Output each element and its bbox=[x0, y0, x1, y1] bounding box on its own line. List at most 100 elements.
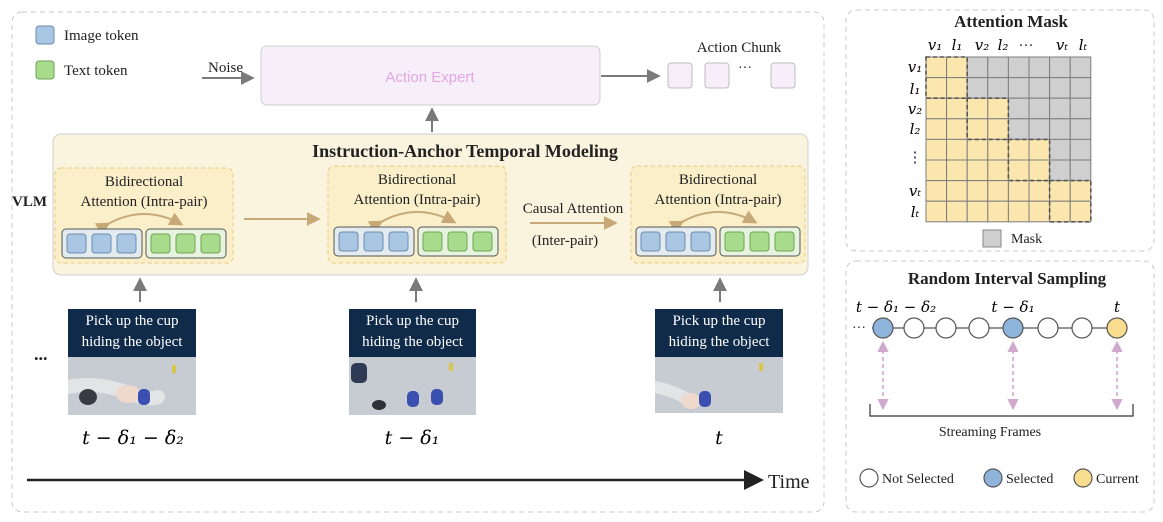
mask-cell bbox=[966, 77, 989, 99]
action-chunk-token-2 bbox=[704, 62, 730, 89]
mask-cell bbox=[925, 118, 948, 140]
mask-cell bbox=[1028, 97, 1051, 120]
mask-col-label: lₜ bbox=[1079, 36, 1088, 54]
text-token-legend-swatch bbox=[35, 60, 55, 80]
intra-pair-group-2: Bidirectional Attention (Intra-pair) bbox=[327, 165, 507, 264]
mask-cell bbox=[1069, 200, 1092, 223]
text-token bbox=[150, 233, 171, 254]
timeline-node-current bbox=[1106, 317, 1128, 339]
mask-cell bbox=[966, 118, 989, 140]
mask-col-label: vₜ bbox=[1056, 36, 1068, 54]
mask-cell bbox=[1007, 200, 1030, 223]
mask-grid bbox=[925, 56, 1092, 223]
frame-1-caption: Pick up the cup hiding the object bbox=[68, 309, 196, 357]
image-token bbox=[338, 231, 359, 252]
mask-row-label: l₂ bbox=[910, 120, 921, 138]
bidir-label-3-line2: Attention (Intra-pair) bbox=[654, 192, 781, 208]
mask-cell bbox=[1049, 180, 1071, 202]
action-chunk-ellipsis: ··· bbox=[738, 61, 752, 76]
mask-legend-swatch bbox=[982, 229, 1002, 248]
frame-1: Pick up the cup hiding the object bbox=[68, 309, 196, 415]
not-selected-legend-icon bbox=[859, 468, 879, 488]
mask-row-label: ⋮ bbox=[908, 150, 923, 166]
bidir-label-2-line2: Attention (Intra-pair) bbox=[353, 192, 480, 208]
mask-cell bbox=[925, 138, 948, 161]
sampling-ellipsis: ··· bbox=[852, 321, 866, 336]
mask-cell bbox=[946, 138, 968, 161]
mask-legend-label: Mask bbox=[1011, 232, 1042, 247]
frame-1-time-label: t − δ₁ − δ₂ bbox=[82, 427, 184, 449]
mask-cell bbox=[1069, 159, 1092, 182]
action-chunk-label: Action Chunk bbox=[697, 40, 782, 56]
bidir-arrow-3 bbox=[668, 210, 758, 234]
mask-cell bbox=[946, 159, 968, 182]
mask-cell bbox=[1007, 77, 1030, 99]
mask-cell bbox=[1049, 200, 1071, 223]
mask-cell bbox=[1049, 138, 1071, 161]
mask-cell bbox=[966, 56, 989, 79]
streaming-label: Streaming Frames bbox=[939, 425, 1041, 440]
image-token bbox=[91, 233, 112, 254]
frame-3-time-label: t bbox=[715, 427, 723, 449]
bidir-label-2-line1: Bidirectional bbox=[378, 172, 456, 188]
bidir-label-3-line1: Bidirectional bbox=[679, 172, 757, 188]
mask-cell bbox=[966, 97, 989, 120]
text-token-legend-label: Text token bbox=[64, 63, 128, 79]
frame-3-caption: Pick up the cup hiding the object bbox=[655, 309, 783, 357]
mask-row-label: v₁ bbox=[908, 58, 923, 76]
mask-cell bbox=[966, 159, 989, 182]
vlm-label: VLM bbox=[12, 194, 47, 210]
mask-cell bbox=[987, 180, 1009, 202]
selected-legend-label: Selected bbox=[1006, 472, 1053, 487]
mask-cell bbox=[946, 56, 968, 79]
mask-cell bbox=[946, 97, 968, 120]
bidir-arrow-1 bbox=[94, 212, 184, 236]
mask-cell bbox=[1049, 77, 1071, 99]
mask-cell bbox=[925, 97, 948, 120]
intra-pair-group-1: Bidirectional Attention (Intra-pair) bbox=[54, 167, 234, 264]
mask-cell bbox=[1069, 56, 1092, 79]
mask-cell bbox=[987, 118, 1009, 140]
attention-mask-title: Attention Mask bbox=[954, 12, 1068, 31]
action-expert-box bbox=[260, 45, 601, 106]
mask-cell bbox=[1028, 118, 1051, 140]
bidir-arrow-2 bbox=[367, 210, 457, 234]
mask-cell bbox=[946, 180, 968, 202]
bidir-label-1-line2: Attention (Intra-pair) bbox=[80, 194, 207, 210]
image-token bbox=[690, 231, 711, 252]
mask-cell bbox=[1007, 159, 1030, 182]
mask-cell bbox=[1069, 97, 1092, 120]
mask-cell bbox=[987, 159, 1009, 182]
frame-2-image bbox=[349, 357, 476, 415]
frame-2-caption-line2: hiding the object bbox=[362, 334, 463, 350]
mask-col-label: v₂ bbox=[975, 36, 990, 54]
text-token bbox=[472, 231, 493, 252]
sampling-label-1: t − δ₁ − δ₂ bbox=[856, 298, 936, 316]
frame-3: Pick up the cup hiding the object bbox=[655, 309, 783, 413]
action-expert-label: Action Expert bbox=[385, 69, 475, 86]
mask-cell bbox=[925, 200, 948, 223]
image-token bbox=[388, 231, 409, 252]
vlm-title: Instruction-Anchor Temporal Modeling bbox=[312, 141, 618, 161]
mask-row-label: l₁ bbox=[910, 80, 921, 98]
mask-cell bbox=[1069, 118, 1092, 140]
timeline-node-selected bbox=[1002, 317, 1024, 339]
mask-cell bbox=[987, 200, 1009, 223]
mask-cell bbox=[1069, 138, 1092, 161]
image-token bbox=[665, 231, 686, 252]
frame-1-caption-line2: hiding the object bbox=[81, 334, 183, 350]
mask-row-label: v₂ bbox=[908, 100, 923, 118]
mask-col-label: v₁ bbox=[928, 36, 943, 54]
mask-cell bbox=[987, 138, 1009, 161]
mask-row-label: lₜ bbox=[911, 203, 920, 221]
text-token bbox=[749, 231, 770, 252]
action-chunk-token-1 bbox=[667, 62, 693, 89]
text-token bbox=[422, 231, 443, 252]
mask-row-label: vₜ bbox=[909, 182, 921, 200]
mask-cell bbox=[1028, 200, 1051, 223]
action-chunk-token-3 bbox=[770, 62, 796, 89]
mask-cell bbox=[1069, 180, 1092, 202]
mask-cell bbox=[1028, 138, 1051, 161]
